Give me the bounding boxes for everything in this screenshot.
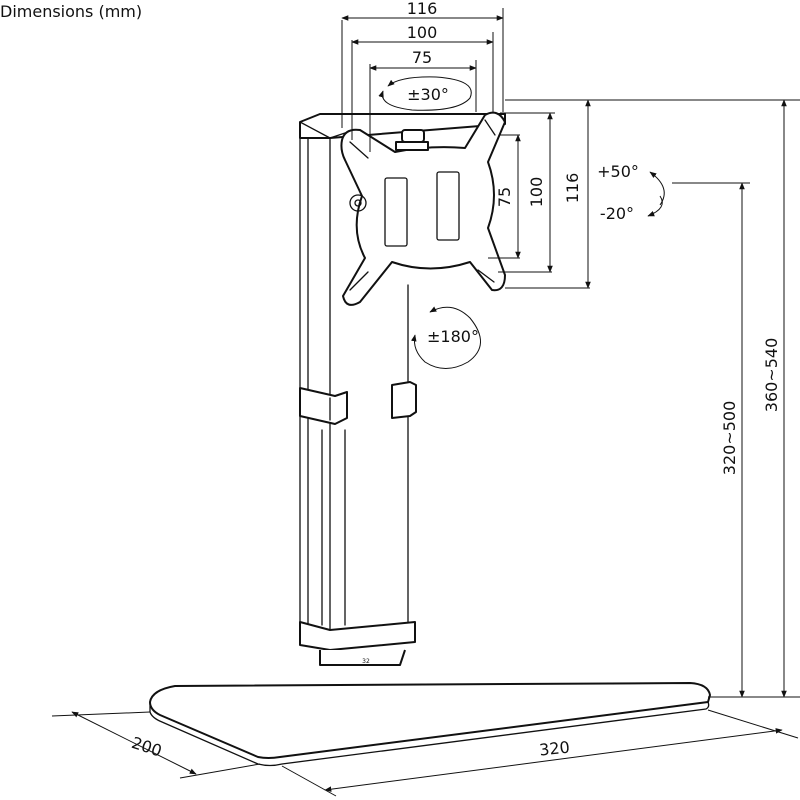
clamp-mark-label: 32 <box>362 658 370 665</box>
rotation-label: ±180° <box>427 327 479 346</box>
diagram-title: Dimensions (mm) <box>0 2 143 21</box>
vesa-116-top-label: 116 <box>407 0 438 18</box>
pole <box>299 113 506 631</box>
swivel-indicator: ±30° <box>378 76 472 111</box>
tilt-down-label: -20° <box>600 204 634 223</box>
base-plate <box>149 682 711 767</box>
vesa-75-side-label: 75 <box>495 187 514 207</box>
height-dimensions: 320~500 360~540 <box>672 99 800 698</box>
top-dimensions: 116 100 75 <box>341 0 504 152</box>
swivel-label: ±30° <box>407 85 449 104</box>
side-dimensions: 75 100 116 <box>488 99 800 289</box>
cable-clip-upper <box>299 381 417 425</box>
base-depth-label: 200 <box>129 733 164 761</box>
height-vesa-label: 320~500 <box>720 401 739 475</box>
tilt-indicator: +50° -20° <box>597 162 665 223</box>
base-dimensions: 200 320 <box>51 709 799 797</box>
vesa-100-top-label: 100 <box>407 23 438 42</box>
rotation-indicator: ±180° <box>411 306 481 369</box>
vesa-75-top-label: 75 <box>412 48 432 67</box>
vesa-100-side-label: 100 <box>527 177 546 208</box>
height-total-label: 360~540 <box>762 338 781 412</box>
vesa-plate <box>340 111 506 306</box>
vesa-116-side-label: 116 <box>563 173 582 204</box>
cable-clip-lower: 32 <box>299 621 416 666</box>
base-width-label: 320 <box>538 737 570 759</box>
tilt-up-label: +50° <box>597 162 639 181</box>
